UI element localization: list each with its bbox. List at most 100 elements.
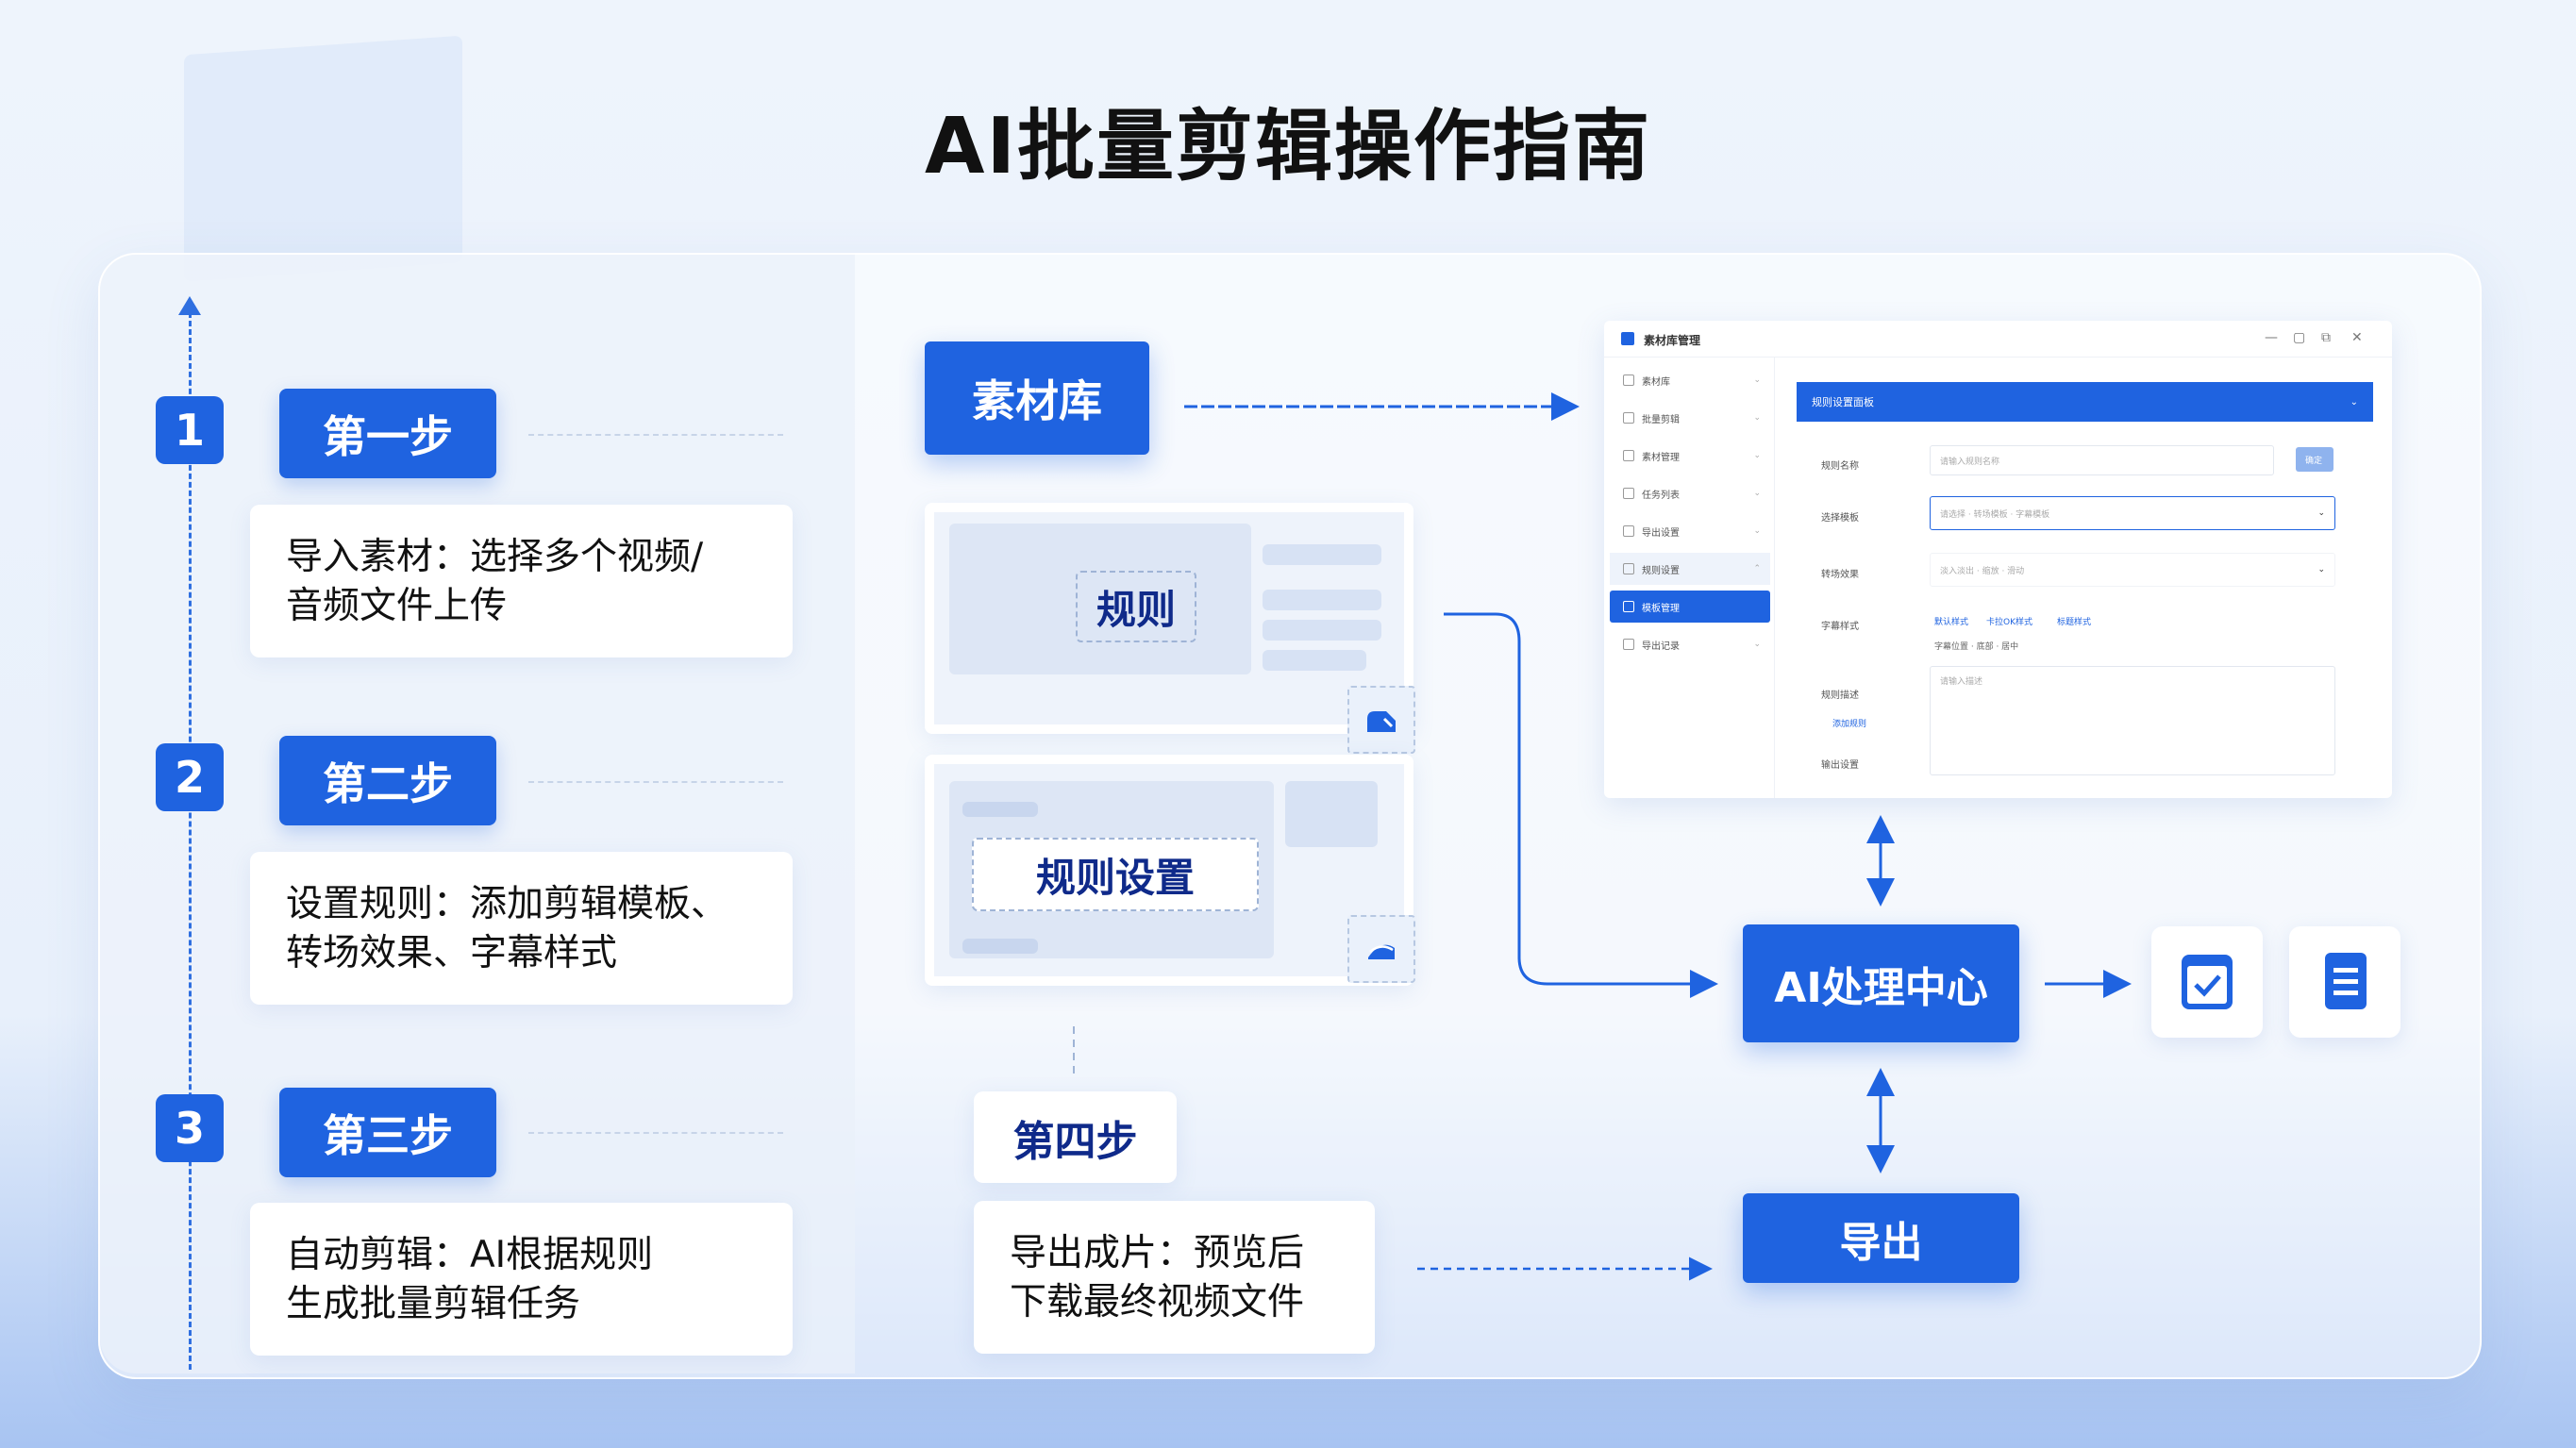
step-1-button[interactable]: 第一步 (279, 389, 496, 478)
step-3-line-1: 自动剪辑：AI根据规则 (286, 1234, 654, 1276)
step-1-number: 1 (156, 396, 224, 464)
panel-header: 规则设置面板 ⌄ (1797, 382, 2373, 422)
rule-mock-bar-4 (1263, 650, 1366, 671)
confirm-button[interactable]: 确定 (2296, 447, 2333, 472)
step-2-number: 2 (156, 743, 224, 811)
rule-mock-bar-3 (1263, 620, 1381, 641)
sidebar-item-3[interactable]: 素材管理 ⌄ (1610, 440, 1770, 472)
ai-center-button[interactable]: AI处理中心 (1743, 924, 2019, 1042)
sidebar-item-label: 任务列表 (1642, 490, 1680, 501)
subtitle-style-link-2[interactable]: 卡拉OK样式 (1986, 618, 2032, 627)
step-4-description: 导出成片：预览后 下载最终视频文件 (974, 1201, 1375, 1354)
rule-settings-mock-side (1285, 781, 1378, 847)
sidebar-item-8[interactable]: 导出记录⌄ (1610, 628, 1770, 660)
chevron-down-icon: ⌄ (1753, 413, 1761, 423)
maximize-icon[interactable]: ▢ (2293, 330, 2306, 345)
step-2-line-1: 设置规则：添加剪辑模板、 (286, 883, 728, 925)
sidebar-item-4[interactable]: 任务列表 ⌄ (1610, 477, 1770, 509)
step-3-description: 自动剪辑：AI根据规则 生成批量剪辑任务 (250, 1203, 793, 1356)
window-sidebar: 素材库⌄ 批量剪辑⌄ 素材管理⌄ 任务列表⌄ 导出设置⌄ 规则设置⌃ 模板管理 … (1604, 357, 1775, 798)
subtitle-style-link-3[interactable]: 标题样式 (2057, 618, 2092, 627)
chevron-down-icon: ⌄ (1753, 375, 1761, 385)
step-4-line-2: 下载最终视频文件 (1010, 1281, 1305, 1323)
rule-mockup-card: 规则 (925, 503, 1413, 734)
checklist-card[interactable] (2151, 926, 2263, 1038)
add-rule-link[interactable]: 添加规则 (1832, 720, 1867, 729)
sidebar-item-icon (1623, 525, 1634, 537)
sidebar-item-icon (1623, 374, 1634, 386)
step-2-line-2: 转场效果、字幕样式 (286, 932, 618, 974)
template-select-value: 请选择 · 转场模板 · 字幕模板 (1940, 509, 2050, 520)
template-select[interactable]: 请选择 · 转场模板 · 字幕模板 ⌄ (1930, 496, 2335, 530)
rule-settings-mock-bar-1 (962, 802, 1038, 817)
restore-icon[interactable]: ⧉ (2321, 330, 2331, 345)
sidebar-item-icon (1623, 563, 1634, 574)
material-library-button[interactable]: 素材库 (925, 341, 1149, 455)
page-title: AI批量剪辑操作指南 (925, 102, 1651, 191)
window-title: 素材库管理 (1644, 334, 1701, 347)
arrow-rule-to-ai (1444, 612, 1718, 998)
step-3-button[interactable]: 第三步 (279, 1088, 496, 1177)
transition-select[interactable]: 淡入淡出 · 缩放 · 滑动 ⌄ (1930, 553, 2335, 587)
rule-name-input[interactable]: 请输入规则名称 (1930, 445, 2274, 475)
chevron-down-icon: ⌄ (1753, 451, 1761, 460)
sidebar-item-1[interactable]: 素材库⌄ (1610, 364, 1770, 396)
chevron-down-icon: ⌄ (2317, 565, 2325, 574)
checklist-icon (2182, 955, 2233, 1009)
subtitle-style-link-1[interactable]: 默认样式 (1934, 618, 1969, 627)
sidebar-item-icon (1623, 412, 1634, 424)
rule-mock-preview (949, 524, 1251, 674)
step-4-line-1: 导出成片：预览后 (1010, 1232, 1305, 1274)
rule-settings-mock-bar-2 (962, 939, 1038, 954)
rule-settings-label: 规则设置 (972, 838, 1259, 911)
sidebar-item-icon (1623, 488, 1634, 499)
layers-icon[interactable] (1347, 915, 1415, 983)
step-1-guide (528, 434, 783, 436)
sidebar-item-5[interactable]: 导出设置 ⌄ (1610, 515, 1770, 547)
form-label-transition: 转场效果 (1821, 570, 1859, 580)
app-window: 素材库管理 — ▢ ⧉ ✕ 素材库⌄ 批量剪辑 ⌄ 素材管理 ⌄ 任务列表 ⌄ 导出设… (1604, 321, 2392, 798)
step-4-button[interactable]: 第四步 (974, 1091, 1177, 1183)
sidebar-item-label: 导出记录 (1642, 641, 1680, 652)
edit-icon[interactable] (1347, 686, 1415, 754)
chevron-down-icon: ⌄ (2317, 508, 2325, 518)
description-textarea[interactable]: 请输入描述 (1930, 666, 2335, 775)
sidebar-item-icon (1623, 450, 1634, 461)
sidebar-item-6[interactable]: 规则设置⌃ (1610, 553, 1770, 585)
rule-label: 规则 (1076, 571, 1196, 642)
sidebar-item-label: 批量剪辑 (1642, 414, 1680, 425)
chevron-down-icon: ⌄ (1753, 489, 1761, 498)
timeline-line (189, 304, 192, 1370)
form-label-name: 规则名称 (1821, 461, 1859, 472)
sidebar-item-7-active[interactable]: 模板管理 (1610, 591, 1770, 623)
export-button[interactable]: 导出 (1743, 1193, 2019, 1283)
close-icon[interactable]: ✕ (2351, 330, 2363, 345)
chevron-up-icon: ⌃ (1753, 564, 1761, 574)
step-2-guide (528, 781, 783, 783)
form-label-output: 输出设置 (1821, 760, 1859, 771)
subtitle-position: 字幕位置 · 底部 · 居中 (1934, 642, 2019, 652)
sidebar-item-icon (1623, 601, 1634, 612)
chevron-down-icon: ⌄ (1753, 526, 1761, 536)
step-2-button[interactable]: 第二步 (279, 736, 496, 825)
window-titlebar: 素材库管理 — ▢ ⧉ ✕ (1604, 321, 2392, 358)
step-3-guide (528, 1132, 783, 1134)
document-card[interactable] (2289, 926, 2400, 1038)
sidebar-item-label: 素材管理 (1642, 452, 1680, 463)
rule-settings-mockup-card: 规则设置 (925, 755, 1413, 986)
step-1-line-2: 音频文件上传 (286, 585, 508, 627)
document-icon (2325, 953, 2367, 1009)
timeline-arrow-icon (178, 296, 201, 315)
panel-header-title: 规则设置面板 (1812, 396, 1874, 408)
form-label-description: 规则描述 (1821, 691, 1859, 701)
transition-select-value: 淡入淡出 · 缩放 · 滑动 (1940, 566, 2025, 576)
sidebar-item-2[interactable]: 批量剪辑 ⌄ (1610, 402, 1770, 434)
step-3-number: 3 (156, 1094, 224, 1162)
form-label-subtitle: 字幕样式 (1821, 622, 1859, 632)
minimize-icon[interactable]: — (2265, 330, 2278, 345)
app-logo-icon (1621, 332, 1634, 345)
sidebar-item-label: 导出设置 (1642, 527, 1680, 539)
chevron-down-icon[interactable]: ⌄ (2350, 396, 2358, 408)
rule-mock-bar-1 (1263, 544, 1381, 565)
sidebar-item-icon (1623, 639, 1634, 650)
